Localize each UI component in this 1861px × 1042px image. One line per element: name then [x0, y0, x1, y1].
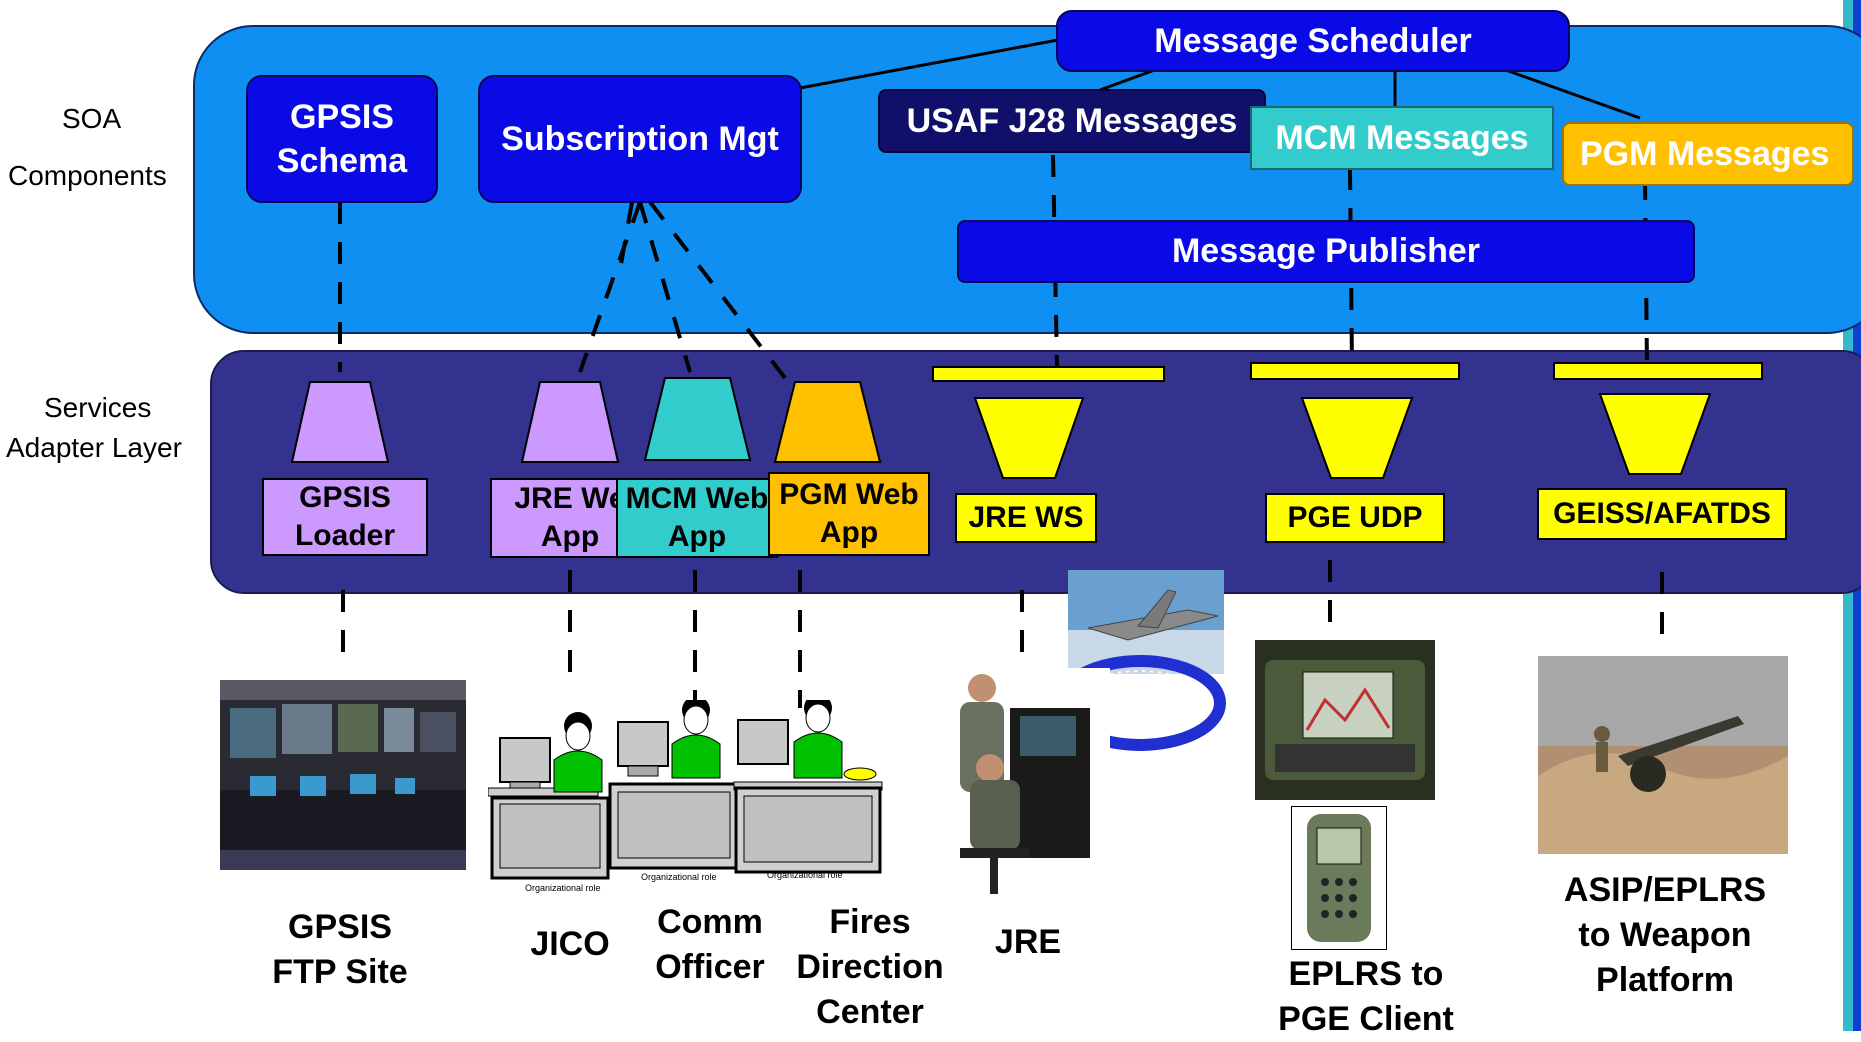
pgm-web-app-line2: App: [819, 516, 879, 549]
gpsis-ftp-line2: FTP Site: [272, 953, 408, 991]
eplrs-pge-caption: EPLRS to PGE Client: [1262, 952, 1470, 1042]
mcm-web-app-line2: App: [667, 520, 727, 553]
mcm-web-app-label: MCM Web App: [616, 478, 778, 558]
geiss-afatds-label: GEISS/AFATDS: [1537, 488, 1787, 540]
comm-officer-workstation: [608, 700, 742, 870]
comm-officer-caption: Comm Officer: [640, 900, 780, 990]
pge-handheld-photo: [1291, 806, 1387, 950]
asip-eplrs-line3: Platform: [1596, 961, 1734, 999]
control-room-photo: [220, 680, 466, 870]
eplrs-pge-line2: PGE Client: [1278, 1000, 1454, 1038]
mcm-web-app-trapezoid: [643, 377, 752, 461]
jre-web-app-trapezoid: [520, 381, 620, 463]
pge-udp-funnel: [1300, 397, 1414, 479]
jre-ws-label: JRE WS: [955, 493, 1097, 543]
gpsis-loader-trapezoid: [290, 381, 390, 463]
fires-direction-caption: Fires Direction Center: [778, 900, 962, 1035]
eplrs-pge-line1: EPLRS to: [1288, 955, 1444, 993]
comm-officer-line1: Comm: [657, 903, 763, 941]
message-scheduler-box: Message Scheduler: [1056, 10, 1570, 72]
gpsis-loader-label: GPSIS Loader: [262, 478, 428, 556]
gpsis-loader-line1: GPSIS: [299, 481, 391, 514]
gpsis-ftp-caption: GPSIS FTP Site: [240, 905, 440, 995]
mcm-messages-box: MCM Messages: [1250, 106, 1554, 170]
pgm-web-app-trapezoid: [773, 381, 882, 463]
fires-line2: Direction: [796, 948, 944, 986]
jre-web-app-line2: App: [540, 520, 600, 553]
workstations-illustration: [488, 700, 883, 880]
pgm-web-app-label: PGM Web App: [768, 472, 930, 556]
mcm-web-app-line1: MCM Web: [625, 482, 769, 515]
role-label-jico: Organizational role: [525, 883, 601, 893]
gpsis-schema-line2: Schema: [276, 142, 408, 180]
pgm-messages-box: PGM Messages: [1562, 122, 1854, 186]
pgm-web-app-line1: PGM Web: [779, 478, 919, 511]
pge-udp-bar: [1250, 362, 1460, 380]
fires-line1: Fires: [829, 903, 911, 941]
jico-workstation: [488, 712, 610, 880]
fires-line3: Center: [816, 993, 924, 1031]
asip-eplrs-line2: to Weapon: [1578, 916, 1752, 954]
jre-operators-photo: [940, 668, 1110, 904]
weapon-platform-photo: [1538, 656, 1788, 854]
jico-caption: JICO: [530, 925, 610, 963]
geiss-afatds-bar: [1553, 362, 1763, 380]
jre-web-app-line1: JRE We: [514, 482, 626, 515]
gpsis-schema-line1: GPSIS: [290, 98, 394, 136]
geiss-afatds-funnel: [1598, 393, 1712, 475]
eplrs-device-photo: [1255, 640, 1435, 800]
jre-ws-bar: [932, 366, 1165, 382]
asip-eplrs-line1: ASIP/EPLRS: [1563, 871, 1767, 909]
jre-ws-funnel: [973, 397, 1085, 479]
gpsis-loader-line2: Loader: [294, 519, 396, 552]
services-label-line1: Services: [44, 392, 152, 423]
asip-eplrs-caption: ASIP/EPLRS to Weapon Platform: [1540, 868, 1790, 1003]
role-label-fires: Organizational role: [767, 870, 843, 880]
pge-udp-label: PGE UDP: [1265, 493, 1445, 543]
soa-label-line1: SOA: [62, 103, 122, 134]
gpsis-ftp-line1: GPSIS: [288, 908, 392, 946]
gpsis-schema-box: GPSIS Schema: [246, 75, 438, 203]
fires-direction-workstation: [733, 700, 883, 874]
message-publisher-box: Message Publisher: [957, 220, 1695, 283]
services-label-line2: Adapter Layer: [6, 432, 182, 463]
role-label-comm: Organizational role: [641, 872, 717, 882]
jre-caption: JRE: [994, 923, 1062, 961]
subscription-mgt-box: Subscription Mgt: [478, 75, 802, 203]
soa-label-line2: Components: [8, 160, 167, 191]
comm-officer-line2: Officer: [655, 948, 765, 986]
